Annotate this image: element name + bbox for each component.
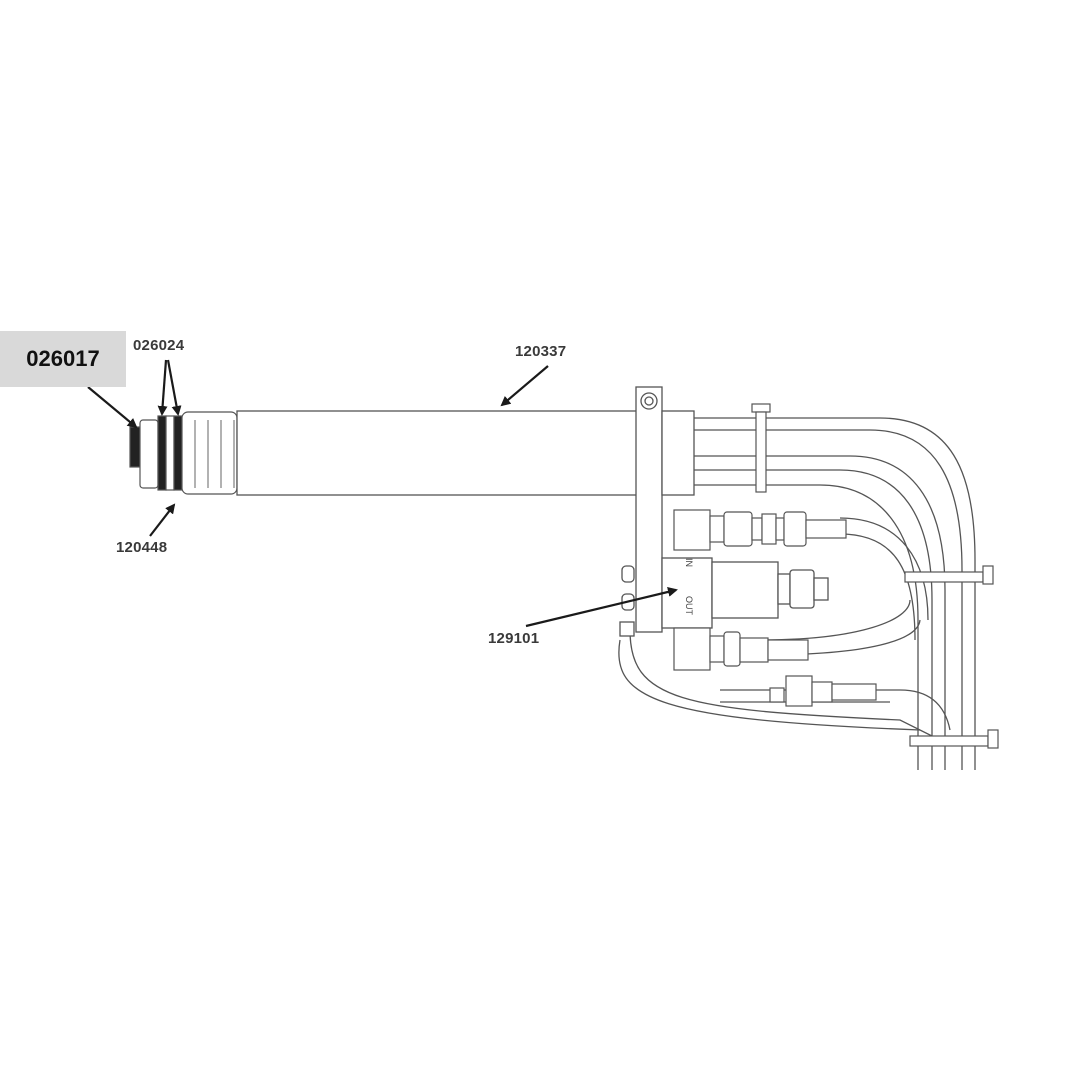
cable-harness [618, 417, 976, 770]
callout-129101: 129101 [488, 630, 540, 647]
mounting-bracket [635, 386, 695, 633]
arrow-129101 [525, 587, 678, 628]
arrow-026024-b [166, 359, 182, 416]
arrow-120337 [500, 365, 549, 407]
lower-fittings [673, 627, 809, 671]
arrow-120448 [149, 503, 176, 537]
arrow-026024-a [157, 359, 168, 416]
port-out-label: OUT [684, 596, 694, 615]
cable-ties [751, 403, 999, 749]
callout-120337: 120337 [515, 343, 567, 360]
callout-026024: 026024 [133, 337, 185, 354]
torch-tube [236, 410, 638, 496]
sleeve-ribs [194, 420, 235, 488]
arrow-026017 [87, 386, 138, 429]
callout-120448: 120448 [116, 539, 168, 556]
upper-fittings [673, 509, 847, 551]
highlighted-part-number: 026017 [26, 346, 100, 371]
front-nozzle [129, 411, 238, 495]
port-in-label: IN [684, 558, 694, 567]
valve-block [619, 557, 829, 637]
sensor-connector [769, 675, 877, 707]
highlighted-part-box [0, 331, 126, 387]
leader-arrows [87, 359, 678, 628]
